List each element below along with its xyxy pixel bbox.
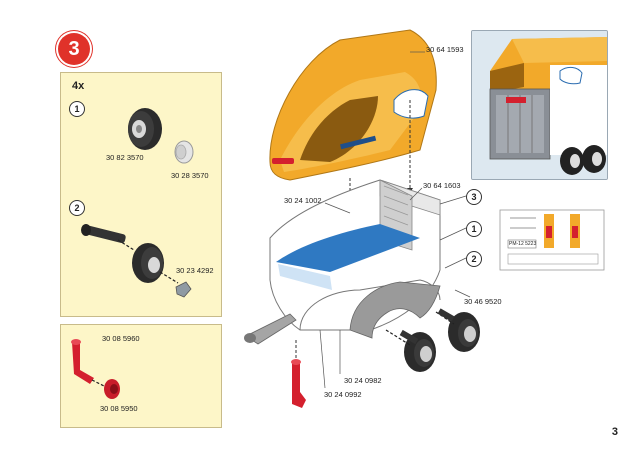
trailer-wheel-rear (436, 308, 480, 352)
sticker-sheet-label: PM-12 5223 (509, 241, 536, 247)
part-number-roof: 30 64 1593 (426, 45, 464, 54)
finished-trailer-photo (471, 30, 608, 180)
sticker-sheet (500, 210, 604, 270)
part-number-fender: 30 46 9520 (464, 297, 502, 306)
axle-pin-icon (81, 224, 134, 250)
part-number-nut: 30 23 4292 (176, 266, 214, 275)
part-number-axle-a: 30 24 0982 (344, 376, 382, 385)
part-number-red-hitch: 30 08 5960 (102, 334, 140, 343)
part-number-axle-b: 30 24 0992 (324, 390, 362, 399)
part-number-body-inner: 30 24 1002 (284, 196, 322, 205)
red-support-leg-icon (291, 359, 306, 408)
hub-part-icon (175, 141, 193, 163)
red-hitch-part-icon (71, 339, 120, 399)
trailer-body (244, 180, 440, 360)
part-number-side-panel: 30 64 1603 (423, 181, 461, 190)
trailer-wheel-front (386, 330, 436, 372)
callout-2-marker: 2 (466, 251, 482, 267)
part-number-tire: 30 82 3570 (106, 153, 144, 162)
tire-part-icon (128, 108, 162, 150)
callout-3-marker: 3 (466, 189, 482, 205)
part-number-hub: 30 28 3570 (171, 171, 209, 180)
callout-1-marker: 1 (466, 221, 482, 237)
trailer-roof (270, 30, 436, 180)
wheel-nut-icon (176, 282, 191, 297)
part-number-red-cap: 30 08 5950 (100, 404, 138, 413)
tire-part-icon-2 (132, 243, 178, 283)
page-number: 3 (612, 426, 618, 438)
